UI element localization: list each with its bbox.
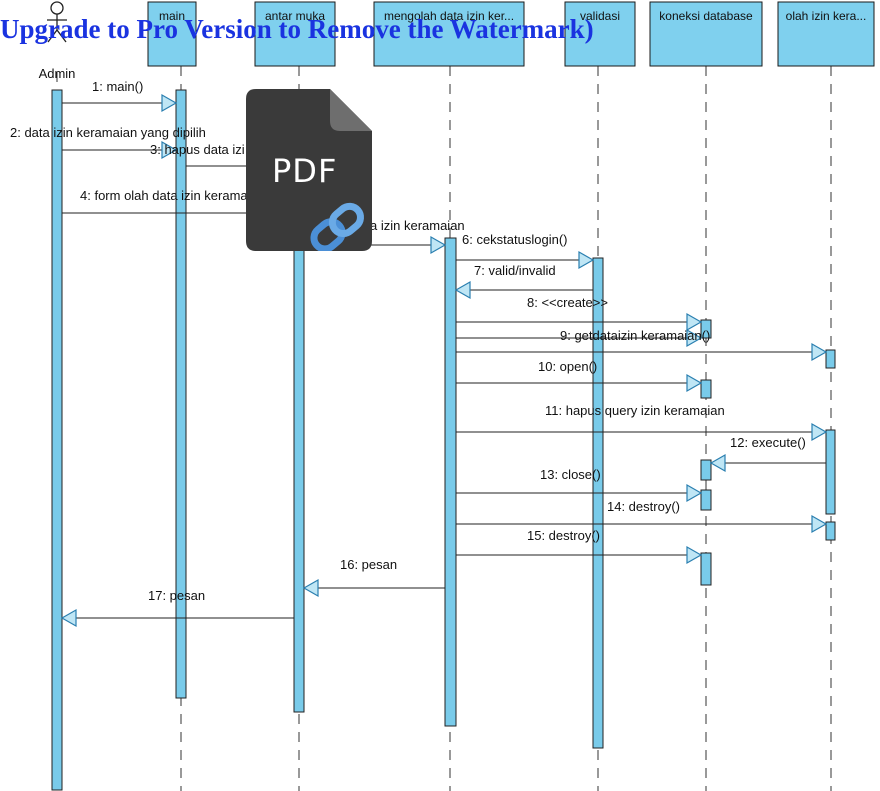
message-arrowhead <box>811 514 828 534</box>
activation-olah-2 <box>825 429 836 515</box>
message-arrowhead <box>686 373 703 393</box>
message-arrowhead <box>686 312 703 332</box>
lifeline-antar-box <box>254 1 336 67</box>
activation-koneksi-3 <box>700 459 712 481</box>
lifeline-validasi-label: validasi <box>580 9 620 23</box>
pdf-icon-label: PDF <box>272 152 338 190</box>
message-label: 16: pesan <box>340 557 397 572</box>
message-label: 10: open() <box>538 359 597 374</box>
activation-koneksi-1 <box>700 319 712 339</box>
message-16: 15: destroy() <box>456 528 703 565</box>
message-17: 16: pesan <box>302 557 445 598</box>
lifeline-main-label: main <box>159 9 185 23</box>
message-arrowhead <box>686 545 703 565</box>
message-label: 9: getdataizin keramaian() <box>560 328 710 343</box>
message-arrowhead <box>811 342 828 362</box>
message-label: 14: destroy() <box>607 499 680 514</box>
activation-koneksi-5 <box>700 552 712 586</box>
message-label: 13: close() <box>540 467 601 482</box>
lifeline-olah-label: olah izin kera... <box>786 9 867 23</box>
message-label: 17: pesan <box>148 588 205 603</box>
lifeline-antar-label: antar muka <box>265 9 325 23</box>
message-6: 6: cekstatuslogin() <box>456 232 595 270</box>
activation-koneksi-4 <box>700 489 712 511</box>
lifeline-olah-box <box>777 1 875 67</box>
message-label: 15: destroy() <box>527 528 600 543</box>
message-arrowhead <box>686 328 703 348</box>
lifeline-koneksi-label: koneksi database <box>659 9 753 23</box>
activation-koneksi-2 <box>700 379 712 399</box>
lifeline-koneksi-box <box>649 1 763 67</box>
message-18: 17: pesan <box>60 588 294 628</box>
message-label: 12: execute() <box>730 435 806 450</box>
message-7: 7: valid/invalid <box>454 263 593 300</box>
message-arrowhead <box>302 578 319 598</box>
pdf-link-icon <box>246 89 372 251</box>
message-label: 2: data izin keramaian yang dipilih <box>10 125 206 140</box>
message-label: 7: valid/invalid <box>474 263 556 278</box>
message-15: 14: destroy() <box>456 499 828 534</box>
activation-olah-1 <box>825 349 836 369</box>
message-label: 3: hapus data izi <box>150 142 245 157</box>
message-2: 2: data izin keramaian yang dipilih <box>10 125 206 160</box>
message-10 <box>456 342 828 362</box>
actor-head-icon <box>50 1 64 15</box>
activation-antar <box>293 169 305 713</box>
message-label: 11: hapus query izin keramaian <box>545 403 725 418</box>
message-arrowhead <box>161 93 178 113</box>
message-arrowhead <box>454 280 471 300</box>
message-arrowhead <box>430 235 447 255</box>
activation-admin <box>51 89 63 791</box>
activation-validasi <box>592 257 604 749</box>
message-8: 8: <<create>> <box>456 295 703 332</box>
lifeline-mengolah-label: mengolah data izin ker... <box>384 9 514 23</box>
message-13: 12: execute() <box>709 435 826 473</box>
message-9: 9: getdataizin keramaian() <box>456 328 710 348</box>
message-arrowhead <box>161 140 178 160</box>
lifeline-main-box <box>147 1 197 67</box>
message-label: a izin keramaian <box>370 218 465 233</box>
message-arrowhead <box>578 250 595 270</box>
message-arrowhead <box>709 453 726 473</box>
activation-olah-3 <box>825 521 836 541</box>
message-label: 4: form olah data izin kerama <box>80 188 248 203</box>
lifeline-mengolah-box <box>373 1 525 67</box>
message-1: 1: main() <box>62 79 178 113</box>
activation-mengolah <box>444 237 457 727</box>
message-11: 10: open() <box>456 359 703 393</box>
activation-main <box>175 89 187 699</box>
message-14: 13: close() <box>456 467 703 503</box>
watermark-text: Upgrade to Pro Version to Remove the Wat… <box>0 14 594 44</box>
message-arrowhead <box>811 422 828 442</box>
message-arrowhead <box>686 483 703 503</box>
message-12: 11: hapus query izin keramaian <box>456 403 828 442</box>
message-arrowhead <box>60 608 77 628</box>
message-label: 1: main() <box>92 79 143 94</box>
message-label: 8: <<create>> <box>527 295 608 310</box>
message-label: 6: cekstatuslogin() <box>462 232 568 247</box>
actor-left-leg <box>47 29 58 43</box>
lifeline-validasi-box <box>564 1 636 67</box>
actor-right-leg <box>56 29 67 43</box>
actor-name: Admin <box>39 66 76 81</box>
